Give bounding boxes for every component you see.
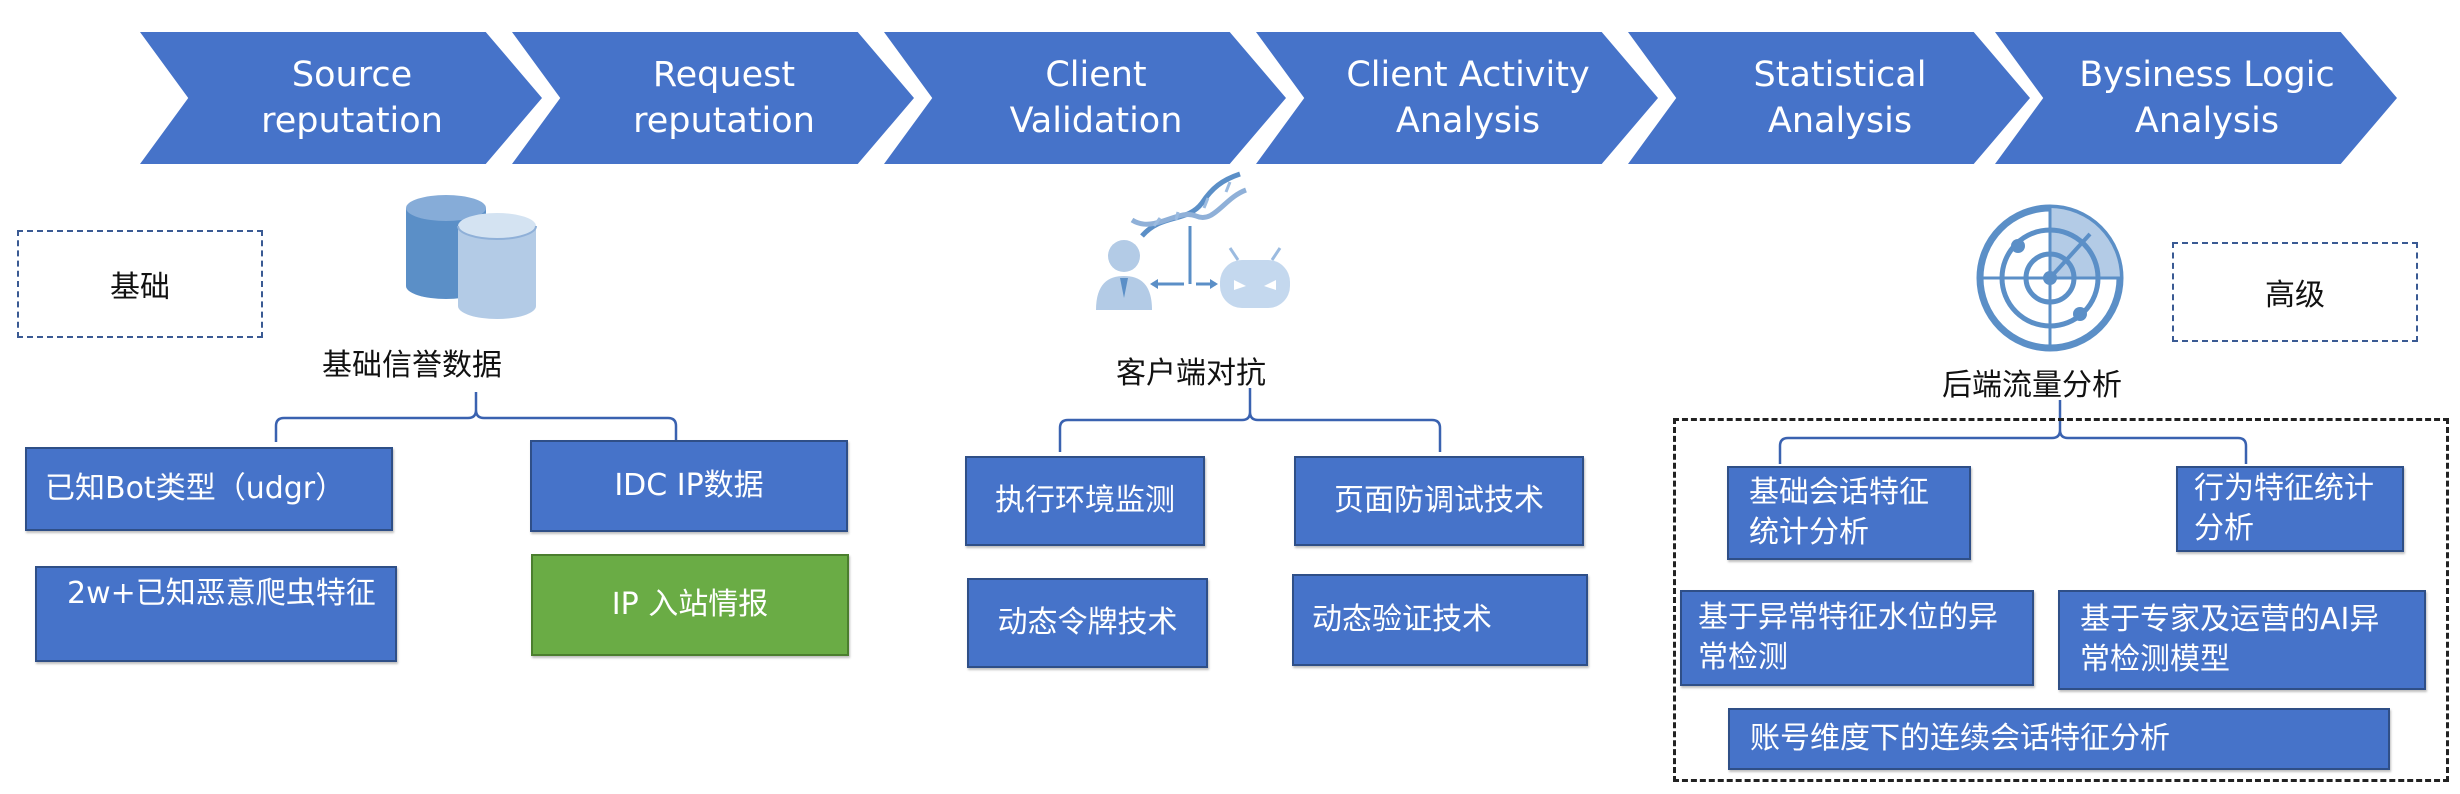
brace-backend <box>1778 400 2248 464</box>
item-label: 基于异常特征水位的异常检测 <box>1698 600 1998 675</box>
item-label: 执行环境监测 <box>995 483 1175 518</box>
group-title-client: 客户端对抗 <box>1116 356 1266 391</box>
brace-reputation <box>274 392 678 442</box>
item-session-stats: 基础会话特征统计分析 <box>1727 466 1971 560</box>
level-basic-text: 基础 <box>110 270 170 305</box>
stage-label: Request reputation <box>633 55 815 141</box>
stage-label: Client Validation <box>1009 55 1183 141</box>
level-basic-label: 基础 <box>17 230 263 338</box>
item-ai-anomaly-model: 基于专家及运营的AI异常检测模型 <box>2058 590 2426 690</box>
item-label: 基础会话特征统计分析 <box>1749 475 1929 550</box>
stage-label: Statistical Analysis <box>1753 55 1927 141</box>
item-account-session-analysis: 账号维度下的连续会话特征分析 <box>1728 708 2390 770</box>
item-anomaly-watermark: 基于异常特征水位的异常检测 <box>1680 590 2034 686</box>
stage-label: Bysiness Logic Analysis <box>2079 55 2335 141</box>
stage-statistical-analysis: Statistical Analysis <box>1628 32 2030 164</box>
stage-client-validation: Client Validation <box>884 32 1286 164</box>
advanced-frame <box>1673 418 2449 782</box>
item-label: IP 入站情报 <box>611 587 769 622</box>
stage-business-logic-analysis: Bysiness Logic Analysis <box>1995 32 2397 164</box>
radar-icon <box>1976 204 2124 352</box>
bot-dna-icon <box>1096 171 1290 310</box>
item-ip-inbound-intel: IP 入站情报 <box>531 554 849 656</box>
level-advanced-label: 高级 <box>2172 242 2418 342</box>
item-env-monitoring: 执行环境监测 <box>965 456 1205 546</box>
item-label: 动态验证技术 <box>1312 602 1492 637</box>
item-label: 基于专家及运营的AI异常检测模型 <box>2080 602 2380 677</box>
stage-source-reputation: Source reputation <box>140 32 542 164</box>
stage-request-reputation: Request reputation <box>512 32 914 164</box>
item-behavior-stats: 行为特征统计分析 <box>2176 466 2404 552</box>
item-label: 动态令牌技术 <box>997 605 1178 640</box>
item-label: 行为特征统计分析 <box>2194 471 2374 546</box>
item-dynamic-verification: 动态验证技术 <box>1292 574 1588 666</box>
stage-label: Source reputation <box>261 55 443 141</box>
stage-label: Client Activity Analysis <box>1346 55 1590 141</box>
group-title-backend: 后端流量分析 <box>1942 368 2122 403</box>
item-known-bot-types: 已知Bot类型（udgr） <box>25 447 393 531</box>
item-anti-debug: 页面防调试技术 <box>1294 456 1584 546</box>
item-label: 2w+已知恶意爬虫特征 <box>67 576 376 611</box>
group-title-reputation: 基础信誉数据 <box>322 348 502 383</box>
database-icon <box>406 195 537 319</box>
item-label: 页面防调试技术 <box>1334 483 1544 518</box>
brace-client <box>1058 388 1442 452</box>
item-dynamic-token: 动态令牌技术 <box>967 578 1208 668</box>
item-label: IDC IP数据 <box>614 468 764 503</box>
item-label: 账号维度下的连续会话特征分析 <box>1750 721 2170 756</box>
stage-client-activity-analysis: Client Activity Analysis <box>1256 32 1658 164</box>
item-malicious-crawler-features: 2w+已知恶意爬虫特征 <box>35 566 397 662</box>
level-advanced-text: 高级 <box>2265 278 2325 313</box>
item-idc-ip-data: IDC IP数据 <box>530 440 848 532</box>
item-label: 已知Bot类型（udgr） <box>45 471 346 506</box>
